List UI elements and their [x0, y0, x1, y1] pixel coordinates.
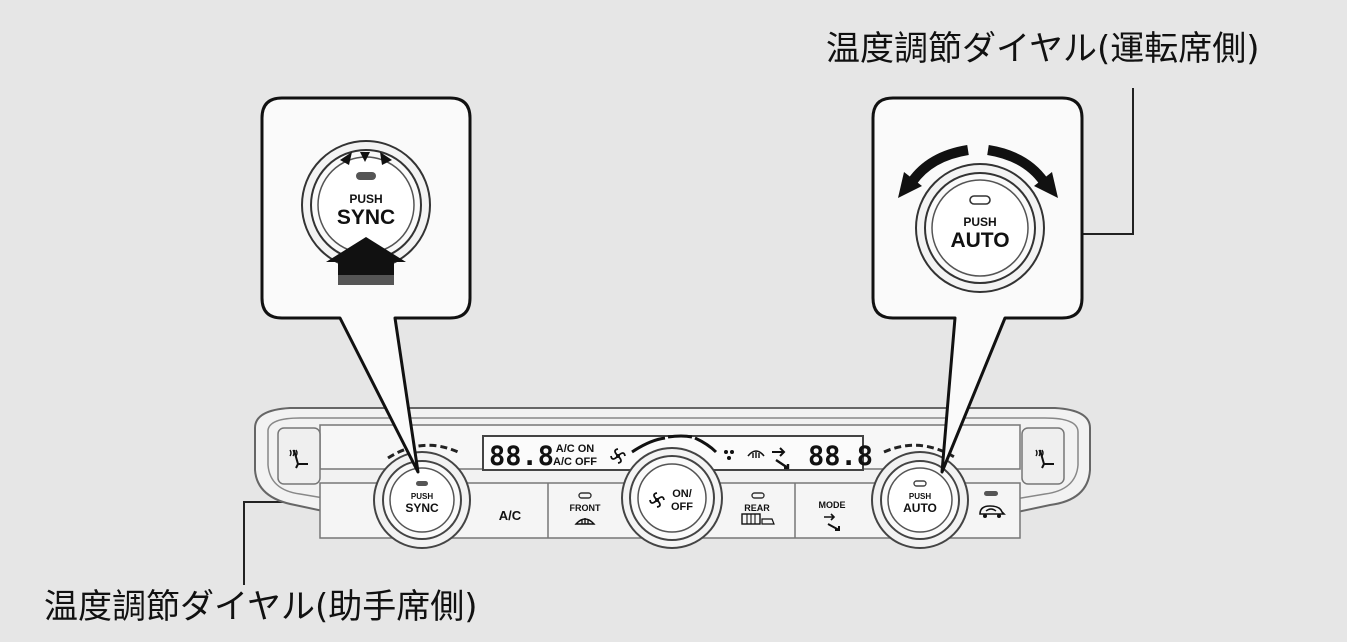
- center-knob-line2: OFF: [671, 501, 693, 513]
- front-defrost-button[interactable]: FRONT: [552, 485, 620, 537]
- fan-level-indicator: [631, 434, 718, 454]
- passenger-dial-indicator: [416, 481, 428, 486]
- ac-button[interactable]: A/C: [470, 485, 548, 537]
- display-ac-on: A/C ON: [556, 443, 595, 455]
- zoom-left-label: SYNC: [337, 206, 395, 229]
- fan-on-off-knob[interactable]: ON/ OFF: [621, 447, 723, 549]
- seat-heater-left-button[interactable]: [277, 427, 321, 485]
- center-knob-line1: ON/: [672, 488, 692, 500]
- push-arrow-icon: [326, 237, 406, 285]
- passenger-dial-callout: 温度調節ダイヤル(助手席側): [44, 587, 478, 627]
- zoom-right-indicator: [969, 195, 991, 205]
- zoom-box-right: PUSH AUTO: [871, 96, 1084, 474]
- seat-heater-icon: [1035, 449, 1054, 469]
- airflow-mode-icon: [824, 513, 840, 531]
- front-button-label: FRONT: [570, 503, 601, 513]
- zoom-right-label: AUTO: [950, 229, 1009, 252]
- driver-dial-callout: 温度調節ダイヤル(運転席側): [826, 29, 1260, 69]
- fan-icon: [610, 448, 626, 464]
- driver-dial-label: AUTO: [903, 501, 937, 515]
- fan-icon: [649, 492, 665, 508]
- driver-temp-dial[interactable]: PUSH AUTO: [871, 443, 969, 549]
- mode-icon-display: [724, 450, 734, 460]
- recirculation-icon: [979, 505, 1006, 518]
- sync-arrows-icon: [340, 152, 392, 165]
- display-right-temp: 88.8: [808, 441, 873, 472]
- ac-button-label: A/C: [499, 508, 522, 523]
- rotate-arrows-icon: [898, 145, 1058, 198]
- passenger-dial-scale: [387, 443, 459, 460]
- rear-button-label: REAR: [744, 503, 770, 513]
- display-ac-off: A/C OFF: [553, 456, 597, 468]
- passenger-dial-push: PUSH: [411, 492, 433, 501]
- zoom-left-indicator: [356, 172, 376, 180]
- rear-defrost-button[interactable]: REAR: [724, 485, 792, 537]
- seat-heater-right-button[interactable]: [1021, 427, 1065, 485]
- driver-dial-push: PUSH: [909, 492, 931, 501]
- zoom-right-push: PUSH: [963, 215, 996, 229]
- mode-button-label: MODE: [819, 500, 846, 510]
- rear-defrost-icon: [741, 513, 775, 525]
- recirculation-button[interactable]: [970, 484, 1016, 534]
- defrost-icon-display: [747, 450, 765, 458]
- mode-button[interactable]: MODE: [798, 485, 868, 537]
- zoom-left-push: PUSH: [349, 192, 382, 206]
- airflow-icon-display: [772, 447, 790, 470]
- passenger-dial-label: SYNC: [405, 501, 439, 515]
- driver-dial-indicator: [913, 480, 927, 487]
- front-defrost-icon: [574, 518, 596, 525]
- passenger-temp-dial[interactable]: PUSH SYNC: [373, 443, 471, 549]
- display-left-temp: 88.8: [489, 441, 554, 472]
- zoom-box-left: PUSH SYNC: [260, 96, 472, 474]
- seat-heater-icon: [289, 449, 308, 469]
